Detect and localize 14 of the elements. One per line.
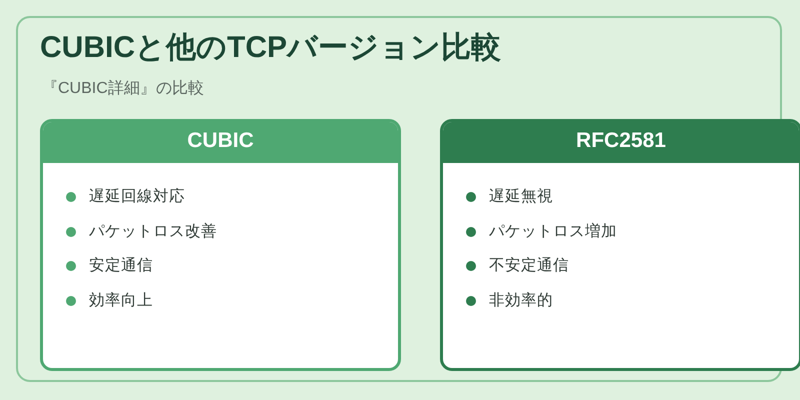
list-item: 安定通信 (89, 256, 153, 276)
list-item: 効率向上 (89, 290, 153, 310)
subtitle: 『CUBIC詳細』の比較 (42, 78, 204, 99)
title: CUBICと他のTCPバージョン比較 (40, 30, 501, 66)
list-item: パケットロス増加 (489, 222, 617, 242)
list-item: 非効率的 (489, 290, 553, 310)
comparison-card (40, 119, 401, 371)
comparison-card (440, 119, 800, 371)
list-item: 遅延無視 (489, 187, 553, 207)
card-header: CUBIC (43, 122, 398, 163)
card-header: RFC2581 (443, 122, 799, 163)
list-item: 遅延回線対応 (89, 187, 185, 207)
list-item: 不安定通信 (489, 256, 569, 276)
list-item: パケットロス改善 (89, 222, 217, 242)
